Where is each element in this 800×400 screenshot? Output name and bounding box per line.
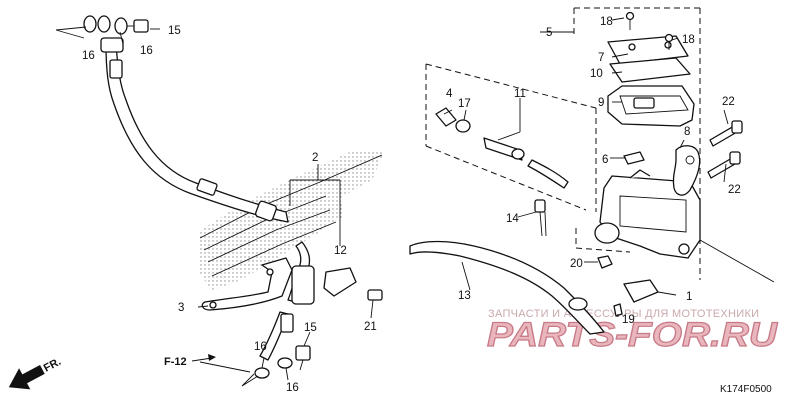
group-brackets <box>425 7 701 280</box>
watermark: ЗАПЧАСТИ И АКСЕССУАРЫ ДЛЯ МОТОТЕХНИКИ PA… <box>486 308 779 355</box>
nut-20 <box>597 255 613 269</box>
callout-16-c: 16 <box>254 341 267 353</box>
callout-10: 10 <box>590 68 603 80</box>
callout-6: 6 <box>602 154 608 166</box>
dust-boot-4 <box>435 107 457 127</box>
callout-20: 20 <box>570 258 583 270</box>
callout-16-d: 16 <box>286 382 299 394</box>
ref-label: F-12 <box>164 356 187 368</box>
screw-6 <box>623 151 645 165</box>
brake-hose-lower <box>259 241 315 361</box>
pivot-bolt-14 <box>534 199 547 237</box>
callout-11: 11 <box>514 88 526 100</box>
direction-label: FR. <box>42 356 63 375</box>
ref-f12: F-12 <box>164 354 216 368</box>
diaphragm-9 <box>607 85 695 127</box>
callout-17: 17 <box>458 98 471 110</box>
callout-22-a: 22 <box>722 96 735 108</box>
callout-5: 5 <box>546 27 552 39</box>
brake-switch-1 <box>623 279 659 303</box>
callout-7: 7 <box>598 52 604 64</box>
callout-16-a: 16 <box>82 50 95 62</box>
direction-arrow: FR. <box>8 356 63 390</box>
figure-code: K174F0500 <box>720 384 772 395</box>
bolt-15-lower <box>254 345 311 379</box>
callouts: 1 2 3 4 5 6 7 8 9 10 11 12 13 14 15 15 1… <box>82 16 741 394</box>
screw-19 <box>613 303 623 317</box>
bolt-22-lower <box>707 151 741 179</box>
callout-13: 13 <box>458 290 471 302</box>
bolt-22-upper <box>709 120 743 147</box>
hose-clamp-21 <box>323 267 383 301</box>
three-way-joint <box>291 265 315 305</box>
banjo-fitting <box>100 37 124 53</box>
watermark-tagline: ЗАПЧАСТИ И АКСЕССУАРЫ ДЛЯ МОТОТЕХНИКИ <box>488 308 759 320</box>
callout-22-b: 22 <box>728 184 741 196</box>
screw-18 <box>625 11 674 50</box>
callout-15-lower: 15 <box>304 322 317 334</box>
holder-8 <box>672 145 701 196</box>
callout-8: 8 <box>684 126 690 138</box>
callout-18-a: 18 <box>600 16 613 28</box>
callout-9: 9 <box>598 97 604 109</box>
callout-15-upper: 15 <box>168 25 181 37</box>
circlip-17 <box>455 119 471 133</box>
callout-1: 1 <box>686 291 692 303</box>
callout-14: 14 <box>506 213 519 225</box>
leader-lines <box>55 17 775 387</box>
watermark-logo: PARTS-FOR.RU <box>487 316 779 354</box>
callout-18-b: 18 <box>682 34 695 46</box>
brake-lever-13 <box>409 240 605 335</box>
bolt-15-upper <box>83 15 149 35</box>
callout-2: 2 <box>312 152 318 164</box>
bracket-3 <box>201 257 293 311</box>
callout-12: 12 <box>334 245 347 257</box>
brake-hose-upper <box>100 37 289 223</box>
piston-set-11 <box>483 137 569 189</box>
cap-plate-10 <box>609 57 691 83</box>
master-cylinder-body <box>594 169 701 259</box>
callout-21: 21 <box>364 321 377 333</box>
callout-19: 19 <box>622 314 635 326</box>
callout-16-b: 16 <box>140 45 153 57</box>
callout-4: 4 <box>446 88 453 100</box>
callout-3: 3 <box>178 302 184 314</box>
